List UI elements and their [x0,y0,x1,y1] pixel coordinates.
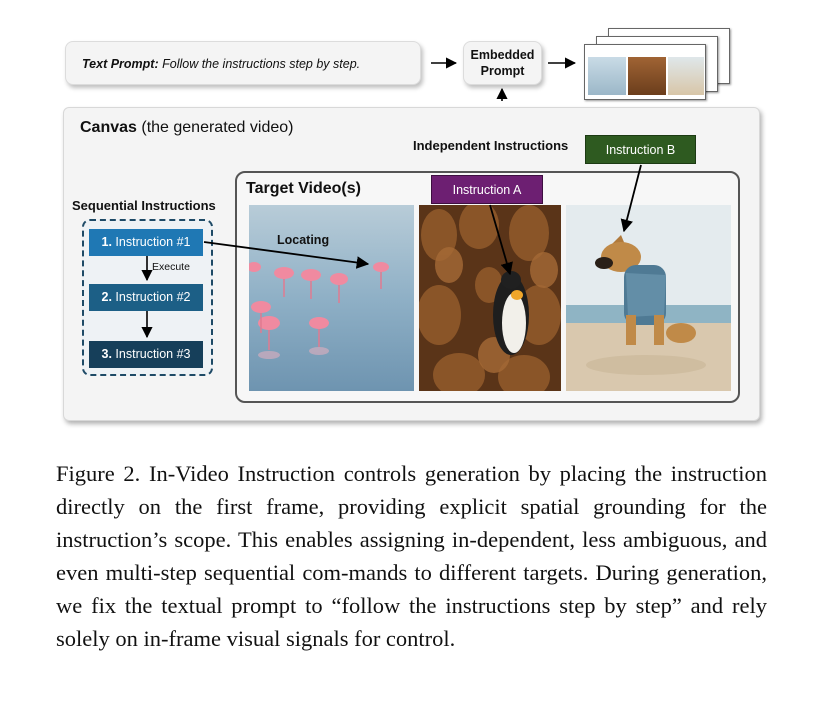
target-videos-title: Target Video(s) [246,180,361,197]
canvas-title: Canvas (the generated video) [80,119,294,136]
text-prompt-box: Text Prompt: Follow the instructions ste… [65,41,421,85]
penguin-image [419,205,561,391]
instruction-step-1: 1. Instruction #1 [89,229,203,256]
text-prompt-value: Follow the instructions step by step. [162,57,361,71]
text-prompt-label: Text Prompt: [82,57,159,71]
dog-image [566,205,731,391]
flamingo-image [249,205,414,391]
execute-label: Execute [152,261,190,273]
embedded-prompt-line2: Prompt [480,64,525,78]
independent-instructions-label: Independent Instructions [413,138,569,153]
locating-label: Locating [277,233,330,247]
embedded-prompt-line1: Embedded [470,48,535,62]
instruction-step-3: 3. Instruction #3 [89,341,203,368]
instruction-a-box: Instruction A [431,175,543,204]
embedded-prompt-box: Embedded Prompt [463,41,542,85]
video-frame-thumbnail [584,44,706,100]
instruction-b-box: Instruction B [585,135,696,164]
video-frames-stack [584,28,734,100]
instruction-step-2: 2. Instruction #2 [89,284,203,311]
sequential-instructions-label: Sequential Instructions [72,198,216,213]
figure-caption: Figure 2. In-Video Instruction controls … [56,461,767,651]
